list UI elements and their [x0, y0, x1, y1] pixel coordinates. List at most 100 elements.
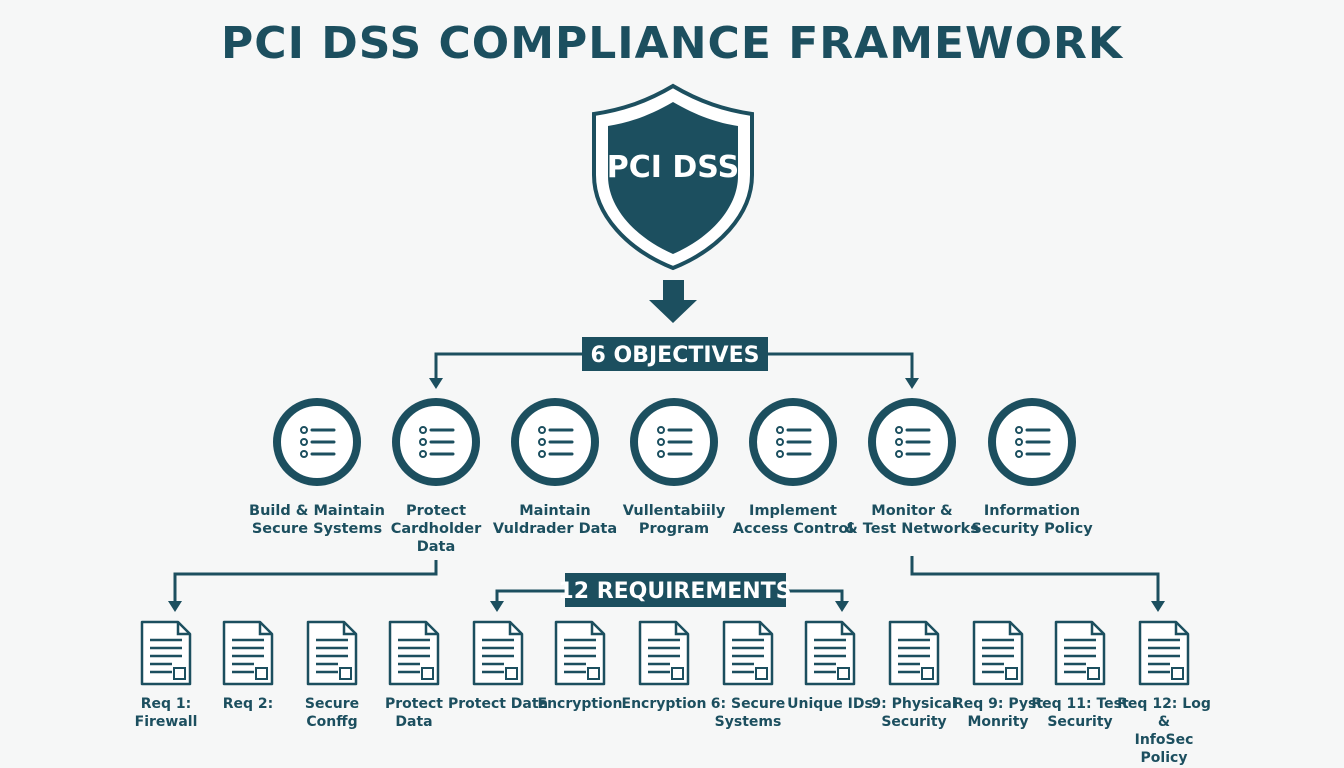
document-icon: [306, 620, 358, 686]
requirement-label-line1: Encryption: [621, 696, 707, 712]
requirement-label-line1: Unique IDs: [787, 696, 873, 712]
document-icon: [888, 620, 940, 686]
arrowhead-icon: [168, 601, 182, 612]
requirement-label-line1: Req 12: Log &: [1117, 696, 1211, 730]
objective-7-icon: [988, 398, 1076, 486]
requirement-label: Encryption: [609, 695, 719, 713]
objective-icons: [273, 398, 1076, 486]
requirement-label-line1: Req 1: Firewall: [134, 696, 198, 730]
arrowhead-icon: [835, 601, 849, 612]
document-icon: [554, 620, 606, 686]
requirement-label-line1: 9: Physical: [871, 696, 957, 712]
requirement-label-line2: Data: [395, 714, 433, 730]
objective-5-icon: [749, 398, 837, 486]
requirement-label: Req 12: Log &InfoSec Policy: [1109, 695, 1219, 767]
requirement-label: Unique IDs: [775, 695, 885, 713]
list-icon: [1015, 426, 1051, 458]
document-icon: [804, 620, 856, 686]
objective-label-line2: & Test Networks: [845, 521, 979, 537]
objective-label-line3: Data: [416, 539, 456, 555]
arrowhead-icon: [1151, 601, 1165, 612]
objective-label-line1: Vullentabiily: [622, 503, 726, 519]
document-icon: [1138, 620, 1190, 686]
requirement-label: Encryption: [525, 695, 635, 713]
requirement-icons: [140, 620, 1190, 686]
requirement-label-line2: Security: [881, 714, 947, 730]
objective-label-line2: Secure Systems: [251, 521, 383, 537]
requirement-label: Protect Data: [443, 695, 553, 713]
objective-label-line1: Build & Maintain: [249, 503, 385, 519]
requirement-label-line1: Protect Data: [447, 696, 549, 712]
objective-label-line2: Cardholder: [390, 521, 482, 537]
requirement-label-line1: Req 11: Test: [1031, 696, 1129, 712]
requirements-banner: [565, 573, 786, 607]
requirement-label-line2: Monrity: [967, 714, 1029, 730]
document-icon: [140, 620, 192, 686]
document-icon: [722, 620, 774, 686]
list-icon: [538, 426, 574, 458]
list-icon: [776, 426, 812, 458]
document-icon: [472, 620, 524, 686]
objectives-banner-text: 6 OBJECTIVES: [591, 343, 760, 368]
document-icon: [638, 620, 690, 686]
list-icon: [657, 426, 693, 458]
requirement-label-line1: Protect: [385, 696, 443, 712]
objectives-connector: [434, 352, 914, 380]
objective-6-icon: [868, 398, 956, 486]
down-arrow-icon: [649, 280, 697, 323]
document-icon: [972, 620, 1024, 686]
objective-label-line1: Information: [983, 503, 1081, 519]
objective-label-line1: Protect: [405, 503, 467, 519]
objective-label-line2: Access Control: [732, 521, 854, 537]
page-title: PCI DSS COMPLIANCE FRAMEWORK: [221, 18, 1123, 69]
objectives-banner: [582, 337, 768, 371]
requirement-label-line1: Req 9: Pyst: [952, 696, 1044, 712]
requirements-connector: [173, 556, 1160, 603]
list-icon: [895, 426, 931, 458]
requirement-label-line2: Conffg: [306, 714, 358, 730]
shield-icon: [592, 83, 754, 271]
objective-3-icon: [511, 398, 599, 486]
objective-label-line2: Vuldrader Data: [492, 521, 618, 537]
requirement-label: Req 2:: [193, 695, 303, 713]
arrowhead-icon: [429, 378, 443, 389]
objective-label-line2: Security Policy: [971, 521, 1093, 537]
objective-label-line1: Maintain: [519, 503, 591, 519]
objective-1-icon: [273, 398, 361, 486]
requirement-label-line1: Req 2:: [222, 696, 274, 712]
requirement-label-line2: Security: [1047, 714, 1113, 730]
objective-label-line1: Monitor &: [871, 503, 953, 519]
document-icon: [222, 620, 274, 686]
requirement-label-line1: Encryption: [537, 696, 623, 712]
arrowhead-icon: [490, 601, 504, 612]
requirement-label: Req 1: Firewall: [111, 695, 221, 731]
requirement-label-line2: InfoSec Policy: [1134, 732, 1194, 766]
requirement-label-line1: Secure: [304, 696, 360, 712]
requirement-label-line2: Systems: [714, 714, 782, 730]
requirements-banner-text: 12 REQUIREMENTS: [558, 579, 791, 604]
document-icon: [1054, 620, 1106, 686]
objective-2-icon: [392, 398, 480, 486]
list-icon: [300, 426, 336, 458]
objective-label-line1: Implement: [749, 503, 837, 519]
arrowhead-icon: [905, 378, 919, 389]
list-icon: [419, 426, 455, 458]
objective-label: Monitor & & Test Networks: [842, 502, 982, 538]
shield-label: PCI DSS: [607, 150, 739, 185]
objective-label-line2: Program: [638, 521, 710, 537]
objective-4-icon: [630, 398, 718, 486]
requirement-label-line1: 6: Secure: [710, 696, 786, 712]
